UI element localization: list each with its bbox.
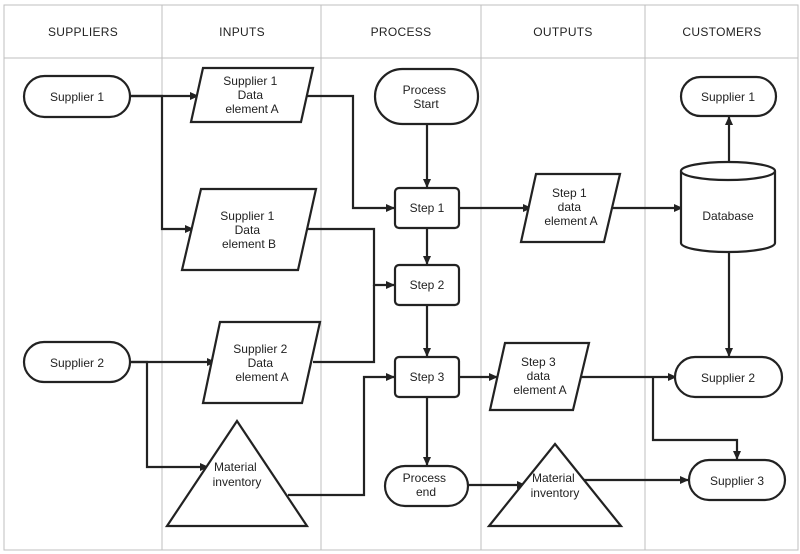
connectors <box>130 92 741 497</box>
lane-header-outputs: OUTPUTS <box>533 25 592 39</box>
node-s1-data-element-b: Supplier 1 Data element B <box>180 187 318 272</box>
svg-text:Step 1 data elemen: Step 1 data element A <box>544 186 597 228</box>
svg-text:Supplier 1: Supplier 1 <box>50 90 104 104</box>
svg-text:Step 1: Step 1 <box>410 201 445 215</box>
svg-text:Supplier 2 Data el: Supplier 2 Data element A <box>233 342 290 384</box>
svg-text:Supplier 2: Supplier 2 <box>701 371 755 385</box>
node-supplier3-customer: Supplier 3 <box>687 458 787 502</box>
node-material-inventory-output: Material inventory <box>486 442 624 528</box>
node-supplier1-source: Supplier 1 <box>22 74 132 119</box>
svg-text:Step 3: Step 3 <box>410 370 445 384</box>
node-step3: Step 3 <box>393 355 461 399</box>
node-s1-data-element-a: Supplier 1 Data element A <box>189 66 315 124</box>
edge-s2-data-a-to-step2 <box>313 285 376 364</box>
node-process-end: Process end <box>383 464 470 508</box>
edge-s1-data-a-to-step1 <box>307 94 395 212</box>
node-material-inventory-input: Material inventory <box>164 419 310 528</box>
svg-text:Process end: Process end <box>403 471 450 499</box>
edge-material-to-step3 <box>288 373 395 497</box>
node-step1-data-element-a: Step 1 data element A <box>519 172 622 244</box>
node-s2-data-element-a: Supplier 2 Data element A <box>201 320 322 405</box>
node-process-start: Process Start <box>373 67 480 126</box>
node-supplier1-customer: Supplier 1 <box>679 75 778 118</box>
node-supplier2-source: Supplier 2 <box>22 340 132 384</box>
edge-s1-data-b-to-step2 <box>307 227 395 289</box>
svg-text:Material inventory: Material inventory <box>531 471 580 500</box>
svg-text:Supplier 1 Data el: Supplier 1 Data element A <box>223 74 280 116</box>
svg-text:Supplier 3: Supplier 3 <box>710 474 764 488</box>
diagram-frame <box>3 4 799 551</box>
database-icon: Database <box>679 160 777 254</box>
lane-header-customers: CUSTOMERS <box>682 25 761 39</box>
svg-text:Material inventory: Material inventory <box>213 460 262 489</box>
lane-header-process: PROCESS <box>371 25 432 39</box>
edge-supplier2-to-material <box>130 360 209 471</box>
svg-text:Database: Database <box>702 209 754 223</box>
lane-header-suppliers: SUPPLIERS <box>48 25 118 39</box>
node-step2: Step 2 <box>393 263 461 307</box>
svg-text:Process Start: Process Start <box>403 83 450 111</box>
node-step1: Step 1 <box>393 186 461 230</box>
svg-text:Supplier 1: Supplier 1 <box>701 90 755 104</box>
node-step3-data-element-a: Step 3 data element A <box>488 341 591 412</box>
svg-text:Supplier 1 Data el: Supplier 1 Data element B <box>220 209 277 251</box>
edge-supplier1-to-s1-data-b <box>130 94 194 233</box>
edge-output-to-supplier3 <box>651 377 741 460</box>
svg-text:Step 3 data elemen: Step 3 data element A <box>513 355 566 397</box>
lane-header-inputs: INPUTS <box>219 25 265 39</box>
svg-text:Step 2: Step 2 <box>410 278 445 292</box>
svg-text:Supplier 2: Supplier 2 <box>50 356 104 370</box>
node-supplier2-customer: Supplier 2 <box>673 355 784 399</box>
